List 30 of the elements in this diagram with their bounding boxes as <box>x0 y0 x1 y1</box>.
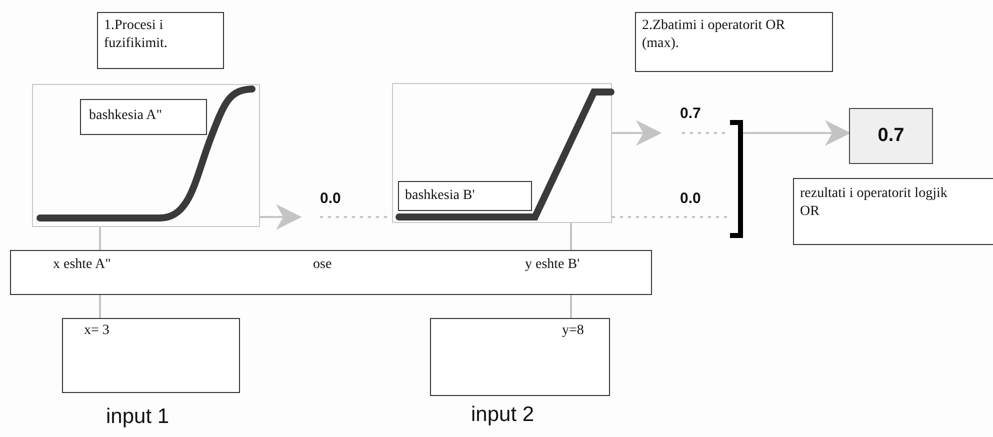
arrow <box>260 204 302 230</box>
node-text: y=8 <box>562 322 585 340</box>
node-text: bashkesia B' <box>405 187 476 205</box>
value-label: 0.0 <box>320 190 341 207</box>
node-text: x= 3 <box>84 322 110 340</box>
input-caption: input 2 <box>471 403 534 427</box>
dotted-line <box>612 216 729 218</box>
value-label: 0.0 <box>680 190 701 207</box>
input-caption: input 1 <box>106 405 170 429</box>
node-text: x eshte A" <box>53 256 112 274</box>
note-box <box>635 12 833 72</box>
node-text: y eshte B' <box>525 256 581 274</box>
connector-line <box>99 227 101 250</box>
arrow <box>743 120 851 146</box>
note-box <box>97 12 224 69</box>
connector-line <box>99 295 101 318</box>
value-label: 0.7 <box>680 105 701 122</box>
result-box <box>849 108 933 164</box>
node-text: 1.Procesi i fuzifikimit. <box>104 17 168 53</box>
node-text: bashkesia A" <box>89 107 163 125</box>
node-text: 2.Zbatimi i operatorit OR (max). <box>642 17 786 53</box>
note-box <box>793 178 993 245</box>
set-label <box>398 181 532 211</box>
connector-line <box>570 295 572 318</box>
node-text: ose <box>313 256 333 274</box>
node-text: rezultati i operatorit logjik OR <box>800 185 948 221</box>
set-label <box>80 99 207 135</box>
arrow <box>612 120 662 146</box>
connector-line <box>570 223 572 250</box>
node-text: 0.7 <box>876 124 906 148</box>
